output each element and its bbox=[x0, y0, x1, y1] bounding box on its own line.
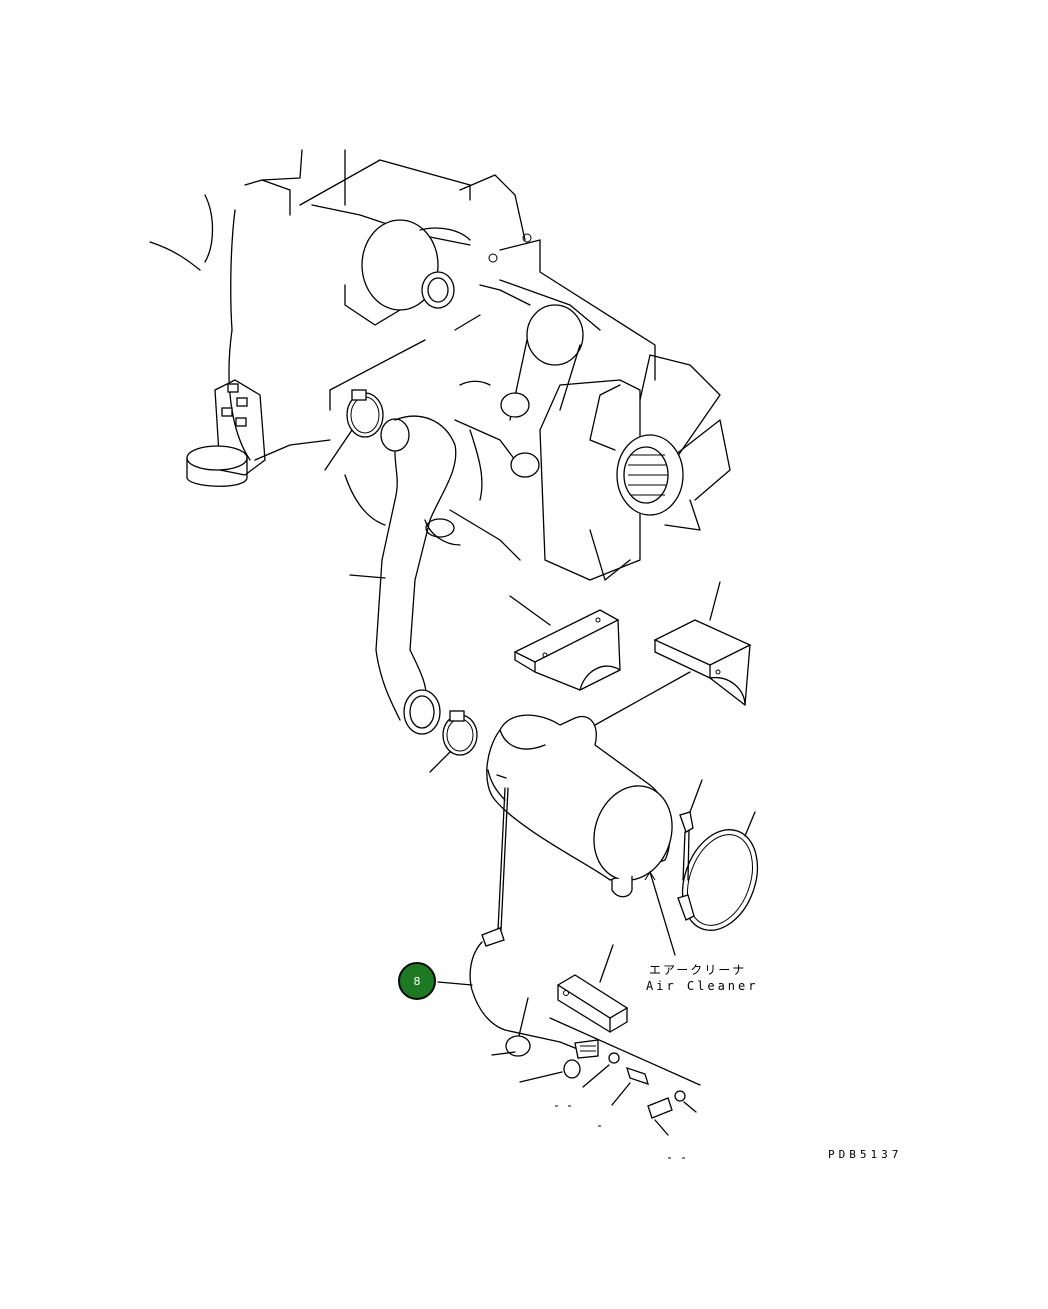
engine-block bbox=[149, 149, 731, 581]
air-cleaner-label-en: Air Cleaner bbox=[646, 979, 759, 993]
upper-hose-clamp bbox=[324, 389, 384, 471]
air-cleaner-bracket-left bbox=[509, 595, 621, 691]
indicator-bracket bbox=[549, 944, 701, 1086]
air-cleaner-bracket-right bbox=[653, 581, 752, 706]
intake-hose bbox=[349, 415, 457, 735]
dust-indicator-hose bbox=[437, 787, 599, 1059]
part-callout-8[interactable]: 8 bbox=[398, 962, 436, 1000]
band-clamp bbox=[677, 779, 759, 931]
air-cleaner bbox=[486, 671, 691, 956]
cooling-fan bbox=[539, 354, 731, 581]
fasteners bbox=[519, 1052, 697, 1159]
drawing-number: PDB5137 bbox=[828, 1148, 903, 1161]
air-cleaner-label-jp: エアークリーナ bbox=[649, 963, 747, 977]
lower-hose-clamp bbox=[429, 710, 478, 773]
small-clamp bbox=[491, 997, 531, 1057]
